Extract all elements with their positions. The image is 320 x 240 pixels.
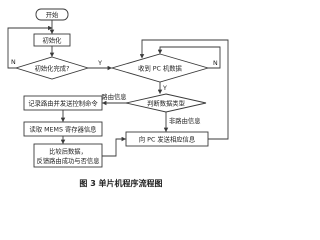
edge-send-back-to-recv xyxy=(139,39,229,140)
node-recv-pc-decision: 收到 PC 机数据 xyxy=(110,53,210,83)
edge-compare-to-send xyxy=(102,136,127,157)
svg-text:初始化完成?: 初始化完成? xyxy=(35,63,70,72)
svg-text:判断数据类型: 判断数据类型 xyxy=(147,98,185,107)
node-init: 初始化 xyxy=(33,33,71,47)
node-compare-feedback: 比较后数据， 反馈路由成功与否信息 xyxy=(33,143,103,168)
node-init-done-decision: 初始化完成? xyxy=(14,56,90,80)
node-read-mems: 读取 MEMS 寄存器信息 xyxy=(23,121,103,137)
label-non-route-info: 非路由信息 xyxy=(169,116,200,125)
edge-init-no-loop xyxy=(7,25,53,69)
svg-text:向 PC 发送相应信息: 向 PC 发送相应信息 xyxy=(139,134,195,143)
svg-text:读取 MEMS 寄存器信息: 读取 MEMS 寄存器信息 xyxy=(30,124,97,133)
node-save-route: 记录路由并发送控制命令 xyxy=(23,95,103,111)
node-send-pc: 向 PC 发送相应信息 xyxy=(125,131,209,147)
svg-text:开始: 开始 xyxy=(46,10,59,19)
label-recv-no: N xyxy=(213,60,218,67)
compare-feedback-line1: 比较后数据， xyxy=(49,147,87,156)
label-recv-yes: Y xyxy=(162,85,167,92)
svg-text:收到 PC 机数据: 收到 PC 机数据 xyxy=(138,63,182,72)
edge-recv-no-loop xyxy=(157,46,221,69)
flowchart-diagram: 开始 初始化 初始化完成? 收到 PC 机数据 判断数据类型 记录路由并发送控制… xyxy=(7,8,229,188)
label-init-no: N xyxy=(11,59,16,66)
compare-feedback-line2: 反馈路由成功与否信息 xyxy=(37,156,100,165)
figure-caption: 图 3 单片机程序流程图 xyxy=(79,178,162,188)
label-route-info: 路由信息 xyxy=(101,92,126,101)
node-judge-type-decision: 判断数据类型 xyxy=(125,93,207,113)
svg-text:初始化: 初始化 xyxy=(43,36,63,45)
node-start: 开始 xyxy=(35,8,69,21)
svg-text:记录路由并发送控制命令: 记录路由并发送控制命令 xyxy=(28,98,98,107)
label-init-yes: Y xyxy=(97,60,102,67)
